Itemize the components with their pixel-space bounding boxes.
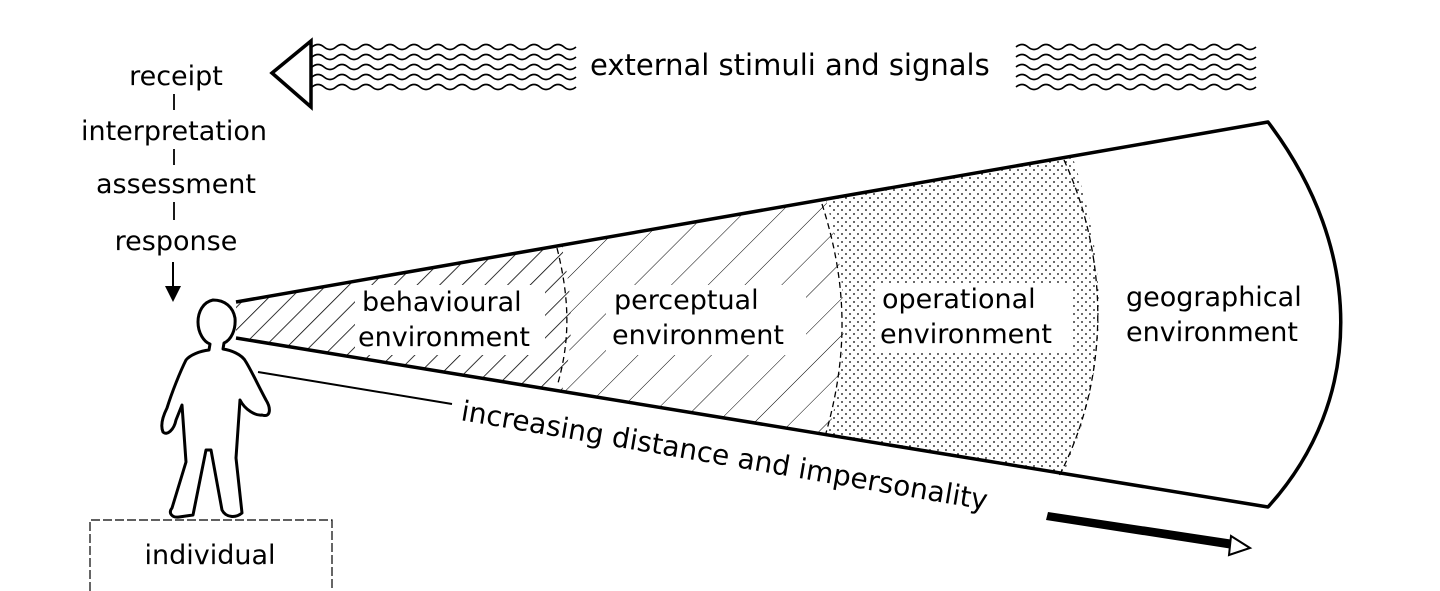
stage-assessment: assessment	[96, 169, 256, 200]
distance-arrow-shaft	[1046, 512, 1234, 549]
stimuli-label: external stimuli and signals	[590, 48, 990, 82]
response-arrowhead	[165, 286, 181, 302]
zone-perceptual-label-1: perceptual	[614, 285, 759, 316]
zone-operational-label-1: operational	[882, 284, 1036, 315]
process-stages: receipt interpretation assessment respon…	[81, 61, 267, 302]
stage-interpretation: interpretation	[81, 116, 267, 147]
individual-box-outline	[89, 519, 333, 591]
stage-receipt: receipt	[129, 61, 223, 92]
distance-arrowhead	[1227, 534, 1253, 557]
boundary-operational-geographical	[1057, 159, 1099, 479]
stage-response: response	[115, 226, 238, 257]
boundary-behavioural-perceptual	[556, 247, 568, 384]
individual-box: individual	[89, 519, 333, 591]
zone-geographical-label-1: geographical	[1126, 282, 1302, 313]
stimuli-arrowhead	[269, 37, 313, 111]
person-icon	[160, 298, 271, 519]
zone-geographical-label-2: environment	[1126, 317, 1298, 348]
zone-boundaries	[556, 159, 1099, 479]
zone-perceptual-label-2: environment	[612, 320, 784, 351]
zone-behavioural-label-1: behavioural	[362, 287, 522, 318]
distance-line	[257, 371, 453, 405]
cone-outline	[235, 120, 1343, 509]
boundary-perceptual-operational	[821, 203, 843, 434]
individual-label: individual	[144, 540, 275, 571]
zone-behavioural-label-2: environment	[358, 322, 530, 353]
zone-operational-label-2: environment	[880, 319, 1052, 350]
stimuli-wave-lines	[311, 43, 1257, 91]
stimuli-arrow: external stimuli and signals	[269, 37, 1257, 111]
